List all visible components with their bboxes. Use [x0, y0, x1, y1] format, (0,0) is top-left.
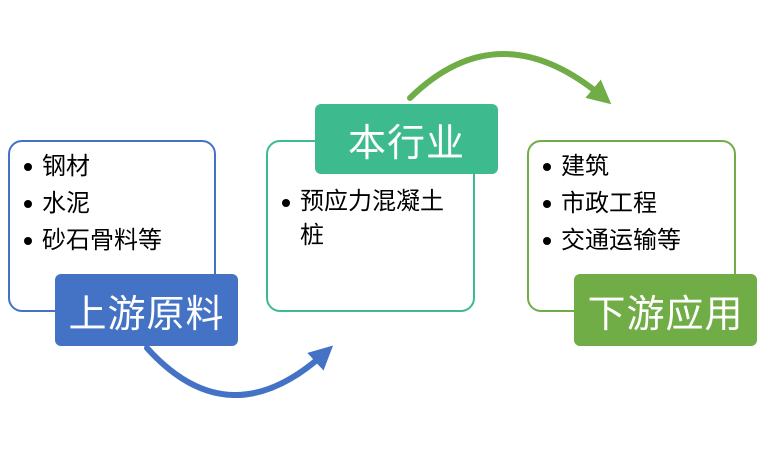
list-item: 市政工程	[539, 185, 681, 222]
downstream-list: 建筑 市政工程 交通运输等	[539, 148, 681, 259]
downstream-title: 下游应用	[574, 274, 757, 346]
list-item: 建筑	[539, 148, 681, 185]
list-item: 水泥	[20, 185, 162, 222]
list-item: 钢材	[20, 148, 162, 185]
industry-to-downstream-arrow	[407, 51, 612, 105]
upstream-panel: 钢材 水泥 砂石骨料等	[8, 140, 216, 312]
upstream-list: 钢材 水泥 砂石骨料等	[20, 148, 162, 259]
list-item: 砂石骨料等	[20, 222, 162, 259]
list-item: 预应力混凝土桩	[278, 184, 466, 252]
upstream-to-industry-arrow	[144, 345, 334, 398]
list-item: 交通运输等	[539, 222, 681, 259]
industry-list: 预应力混凝土桩	[278, 184, 466, 252]
industry-title: 本行业	[315, 104, 498, 174]
upstream-title: 上游原料	[55, 274, 238, 346]
